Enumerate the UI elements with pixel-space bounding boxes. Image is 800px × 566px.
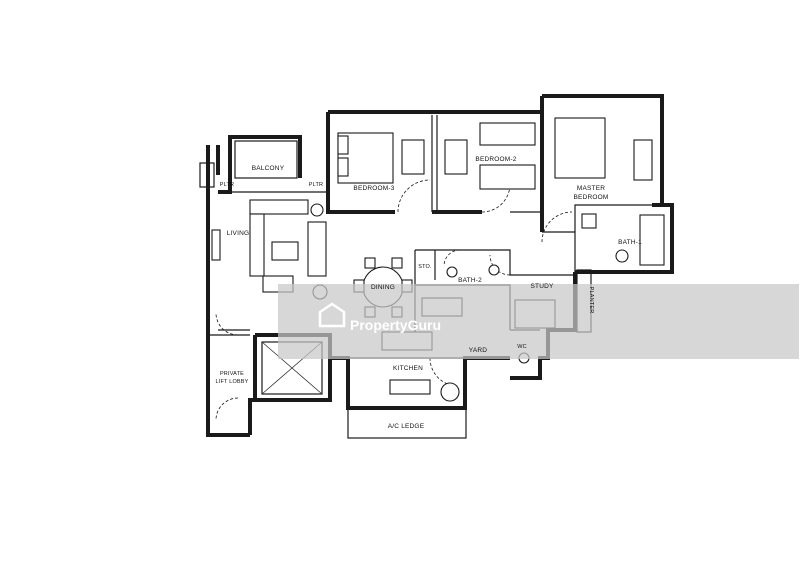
- label-balcony: BALCONY: [252, 165, 285, 172]
- label-bath2: BATH-2: [458, 277, 482, 284]
- label-bedroom2: BEDROOM-2: [475, 156, 516, 163]
- label-store: STO.: [418, 264, 432, 270]
- tv-console: [211, 229, 221, 261]
- ac-ledge-frame: [347, 407, 467, 439]
- basin-bath2: [446, 266, 458, 278]
- wardrobe-bedroom2: [444, 139, 468, 175]
- sofa-right: [307, 221, 327, 277]
- wardrobe-master: [633, 139, 653, 181]
- label-bath1: BATH-1: [618, 239, 642, 246]
- coffee-table: [271, 241, 299, 261]
- wall-column: [199, 162, 215, 188]
- label-living: LIVING: [227, 230, 250, 237]
- bed-bedroom2-b: [479, 164, 536, 190]
- label-bedroom3: BEDROOM-3: [353, 185, 394, 192]
- label-planter: PLANTER: [588, 287, 594, 314]
- toilet-bath1: [615, 249, 629, 263]
- label-master-2: BEDROOM: [574, 194, 609, 201]
- label-lift-lobby-1: PRIVATE: [220, 371, 244, 377]
- toilet-bath2: [488, 264, 500, 276]
- label-yard: YARD: [469, 347, 487, 354]
- washing-machine: [440, 382, 460, 402]
- label-lift-lobby-2: LIFT LOBBY: [215, 379, 248, 385]
- label-study: STUDY: [530, 283, 553, 290]
- kitchen-sink: [389, 379, 431, 395]
- watermark-brand: PropertyGuru: [350, 317, 441, 333]
- label-pltr-right: PLTR: [309, 182, 323, 188]
- watermark-logo: PropertyGuru: [318, 302, 441, 333]
- label-pltr-left: PLTR: [220, 182, 234, 188]
- bathtub: [639, 214, 665, 266]
- house-icon: [318, 302, 346, 328]
- wardrobe-bedroom3: [401, 139, 425, 175]
- bed-bedroom2-a: [479, 122, 536, 146]
- label-kitchen: KITCHEN: [393, 365, 423, 372]
- sofa-top: [249, 199, 309, 215]
- bed-master: [554, 117, 606, 179]
- label-ac-ledge: A/C LEDGE: [388, 423, 425, 430]
- label-master-1: MASTER: [577, 185, 605, 192]
- sofa-left: [249, 213, 265, 277]
- room-labels: BALCONY PLTR PLTR BEDROOM-3 BEDROOM-2 MA…: [215, 156, 642, 430]
- balcony-frame: [234, 140, 298, 179]
- label-dining: DINING: [371, 284, 395, 291]
- label-wc: WC: [517, 344, 527, 350]
- watermark-band: [278, 284, 799, 359]
